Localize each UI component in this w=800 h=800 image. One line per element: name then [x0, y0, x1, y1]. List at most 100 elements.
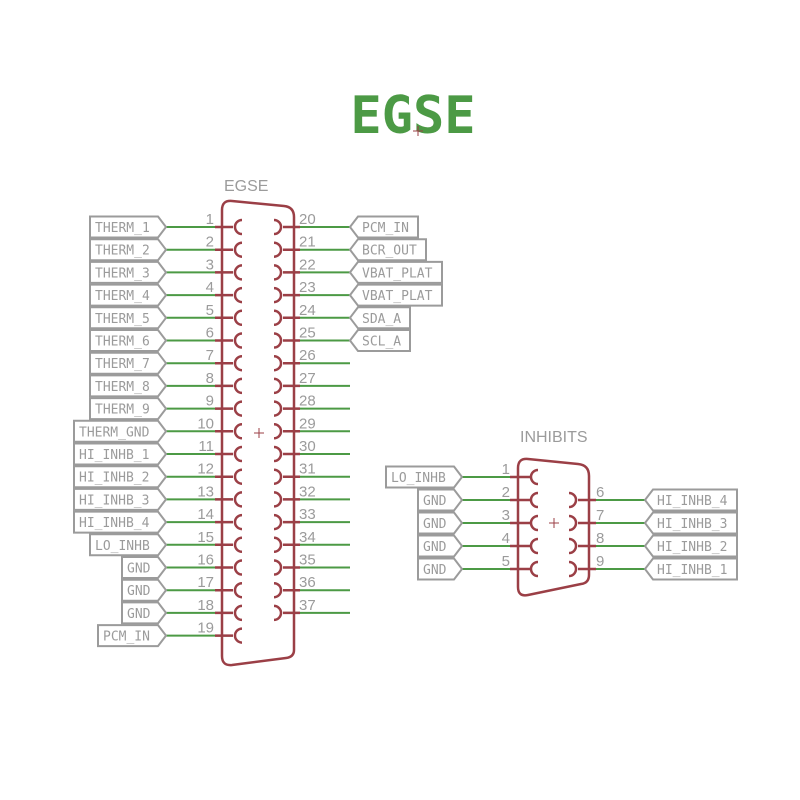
socket-contact — [568, 514, 578, 532]
socket-contact — [273, 423, 283, 440]
egse-connector: EGSE 1THERM_12THERM_23THERM_34THERM_45TH… — [73, 178, 443, 667]
pin-number: 26 — [299, 347, 316, 364]
net-label: HI_INHB_3 — [657, 517, 727, 532]
pin-number: 13 — [197, 483, 214, 500]
pin-number: 20 — [299, 211, 316, 228]
title-origin-cross — [413, 126, 423, 136]
socket-contact — [233, 400, 243, 417]
egse-pin-29: 29 — [273, 415, 350, 440]
pin-number: 1 — [502, 461, 510, 478]
socket-contact — [233, 445, 243, 463]
pin-number: 3 — [206, 256, 214, 273]
socket-contact — [273, 309, 283, 327]
net-label-box — [417, 488, 464, 512]
net-label: THERM_2 — [95, 244, 150, 259]
pin-number: 28 — [299, 393, 316, 410]
socket-contact — [233, 286, 243, 304]
pin-number: 10 — [197, 415, 214, 432]
socket-contact — [233, 468, 243, 485]
egse-connector-body — [220, 199, 296, 667]
pin-number: 37 — [299, 597, 316, 614]
net-label: THERM_5 — [95, 312, 150, 327]
egse-part-name: EGSE — [224, 178, 268, 195]
pin-number: 16 — [197, 552, 214, 569]
pin-number: 5 — [206, 302, 214, 319]
pin-number: 18 — [197, 597, 214, 614]
net-label-box — [643, 488, 738, 512]
net-label-box — [348, 238, 427, 262]
net-label-box — [348, 306, 411, 330]
pin-number: 19 — [197, 620, 214, 637]
net-label-box — [89, 260, 168, 284]
socket-contact — [529, 537, 539, 555]
socket-contact — [233, 491, 243, 508]
page-title: EGSE — [350, 86, 475, 146]
pin-number: 33 — [299, 506, 316, 523]
socket-contact — [568, 560, 578, 578]
net-label: PCM_IN — [103, 630, 150, 645]
pin-number: 4 — [206, 279, 214, 296]
net-label: GND — [423, 540, 447, 555]
socket-contact — [273, 377, 283, 395]
pin-number: 25 — [299, 325, 316, 342]
pin-number: 2 — [206, 234, 214, 251]
socket-contact — [233, 264, 243, 281]
net-label: THERM_1 — [95, 221, 150, 236]
pin-number: 36 — [299, 574, 316, 591]
socket-contact — [273, 536, 283, 554]
net-label: THERM_3 — [95, 266, 150, 281]
net-label: GND — [127, 607, 151, 622]
pin-number: 35 — [299, 552, 316, 569]
net-label: GND — [423, 494, 447, 509]
socket-contact — [273, 445, 283, 463]
net-label: HI_INHB_4 — [79, 516, 150, 531]
socket-contact — [273, 400, 283, 417]
pin-number: 9 — [206, 393, 214, 410]
net-label-box — [89, 238, 168, 262]
pin-number: 8 — [206, 370, 214, 387]
net-label-box — [89, 283, 168, 307]
pin-number: 9 — [596, 553, 604, 570]
pin-number: 5 — [502, 553, 510, 570]
net-label: GND — [127, 562, 151, 577]
net-label: LO_INHB — [95, 539, 150, 554]
socket-contact — [233, 377, 243, 395]
net-label-box — [73, 465, 168, 489]
socket-contact — [273, 332, 283, 349]
net-label: THERM_4 — [95, 289, 150, 304]
net-label-box — [348, 260, 443, 284]
socket-contact — [233, 627, 243, 644]
inhibits-part-name: INHIBITS — [520, 429, 588, 446]
pin-number: 29 — [299, 415, 316, 432]
pin-number: 22 — [299, 256, 316, 273]
socket-contact — [273, 354, 283, 372]
pin-number: 24 — [299, 302, 316, 319]
net-label-box — [385, 465, 464, 489]
inhibits-connector-body — [516, 457, 591, 597]
net-label-box — [89, 533, 168, 557]
net-label: HI_INHB_1 — [657, 563, 727, 578]
pin-number: 3 — [502, 507, 510, 524]
net-label: HI_INHB_2 — [79, 471, 149, 486]
net-label: SDA_A — [362, 312, 401, 327]
net-label-box — [121, 578, 168, 602]
inhibits-origin-cross — [549, 518, 559, 528]
net-label: HI_INHB_1 — [79, 448, 149, 463]
net-label-box — [89, 374, 168, 398]
socket-contact — [529, 560, 539, 578]
net-label: THERM_6 — [95, 335, 150, 350]
inhibits-pin-7: 7HI_INHB_3 — [568, 507, 738, 535]
